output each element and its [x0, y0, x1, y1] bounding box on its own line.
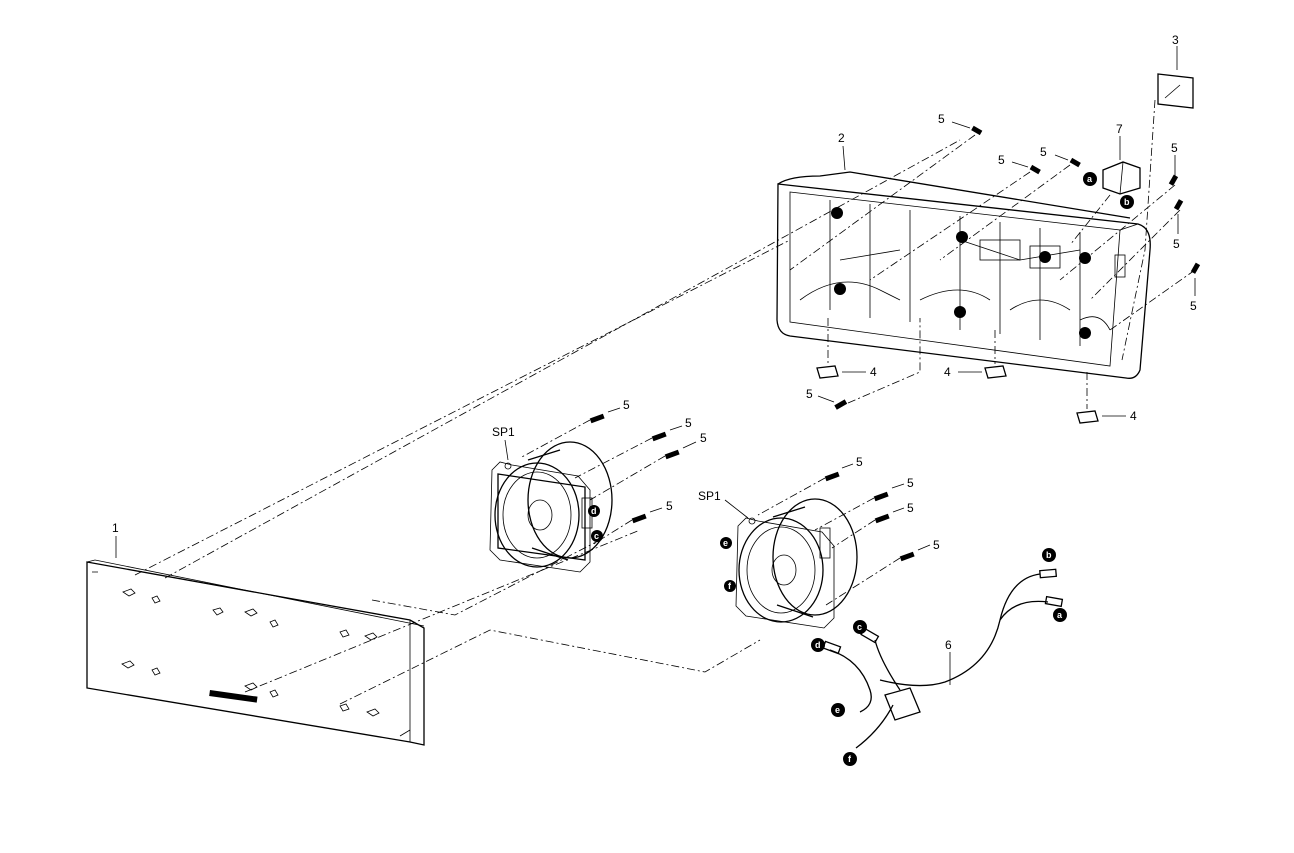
panel-clips — [92, 571, 411, 737]
callout-5-c: 5 — [1040, 145, 1047, 159]
callout-6: 6 — [945, 638, 952, 652]
svg-text:f: f — [848, 754, 852, 764]
callout-5-m: 5 — [907, 476, 914, 490]
front-panel — [86, 559, 425, 746]
screws-speaker-right — [824, 471, 915, 562]
callout-5-b: 5 — [998, 153, 1005, 167]
callout-4-a: 4 — [870, 365, 877, 379]
callout-5-d: 5 — [1171, 141, 1178, 155]
speaker-right — [735, 498, 858, 629]
callout-5-f: 5 — [1190, 299, 1197, 313]
svg-text:c: c — [857, 622, 862, 632]
svg-text:b: b — [1124, 197, 1130, 207]
callout-5-e: 5 — [1173, 237, 1180, 251]
callout-5-o: 5 — [933, 538, 940, 552]
callout-5-k: 5 — [666, 499, 673, 513]
callout-5-n: 5 — [907, 501, 914, 515]
wire-harness — [822, 568, 1064, 749]
callout-5-h: 5 — [623, 398, 630, 412]
cabinet — [776, 171, 1151, 379]
svg-text:e: e — [835, 705, 840, 715]
callout-4-c: 4 — [1130, 409, 1137, 423]
svg-text:c: c — [594, 531, 599, 541]
svg-text:a: a — [1087, 174, 1093, 184]
label-sheet — [1157, 73, 1194, 109]
foot-middle — [984, 330, 1007, 379]
cabinet-ribs — [799, 200, 1111, 346]
terminal-block — [1069, 161, 1141, 246]
callout-5-i: 5 — [685, 416, 692, 430]
callout-4-b: 4 — [944, 365, 951, 379]
callout-5-a: 5 — [938, 112, 945, 126]
callout-7: 7 — [1116, 122, 1123, 136]
svg-text:f: f — [728, 581, 732, 591]
callout-sp1-left: SP1 — [492, 425, 515, 439]
callout-3: 3 — [1172, 33, 1179, 47]
callout-sp1-right: SP1 — [698, 489, 721, 503]
svg-text:e: e — [723, 538, 728, 548]
screws-speaker-left — [589, 413, 680, 524]
callout-5-g: 5 — [806, 387, 813, 401]
callout-5-j: 5 — [700, 431, 707, 445]
svg-text:a: a — [1057, 610, 1063, 620]
foot-right — [1076, 372, 1099, 424]
foot-left — [816, 318, 839, 379]
speaker-left — [489, 441, 613, 573]
svg-text:d: d — [591, 506, 597, 516]
callout-2: 2 — [838, 131, 845, 145]
callout-1: 1 — [112, 521, 119, 535]
svg-text:b: b — [1046, 550, 1052, 560]
callout-5-l: 5 — [856, 455, 863, 469]
screws-cabinet — [834, 125, 1201, 410]
svg-text:d: d — [815, 640, 821, 650]
